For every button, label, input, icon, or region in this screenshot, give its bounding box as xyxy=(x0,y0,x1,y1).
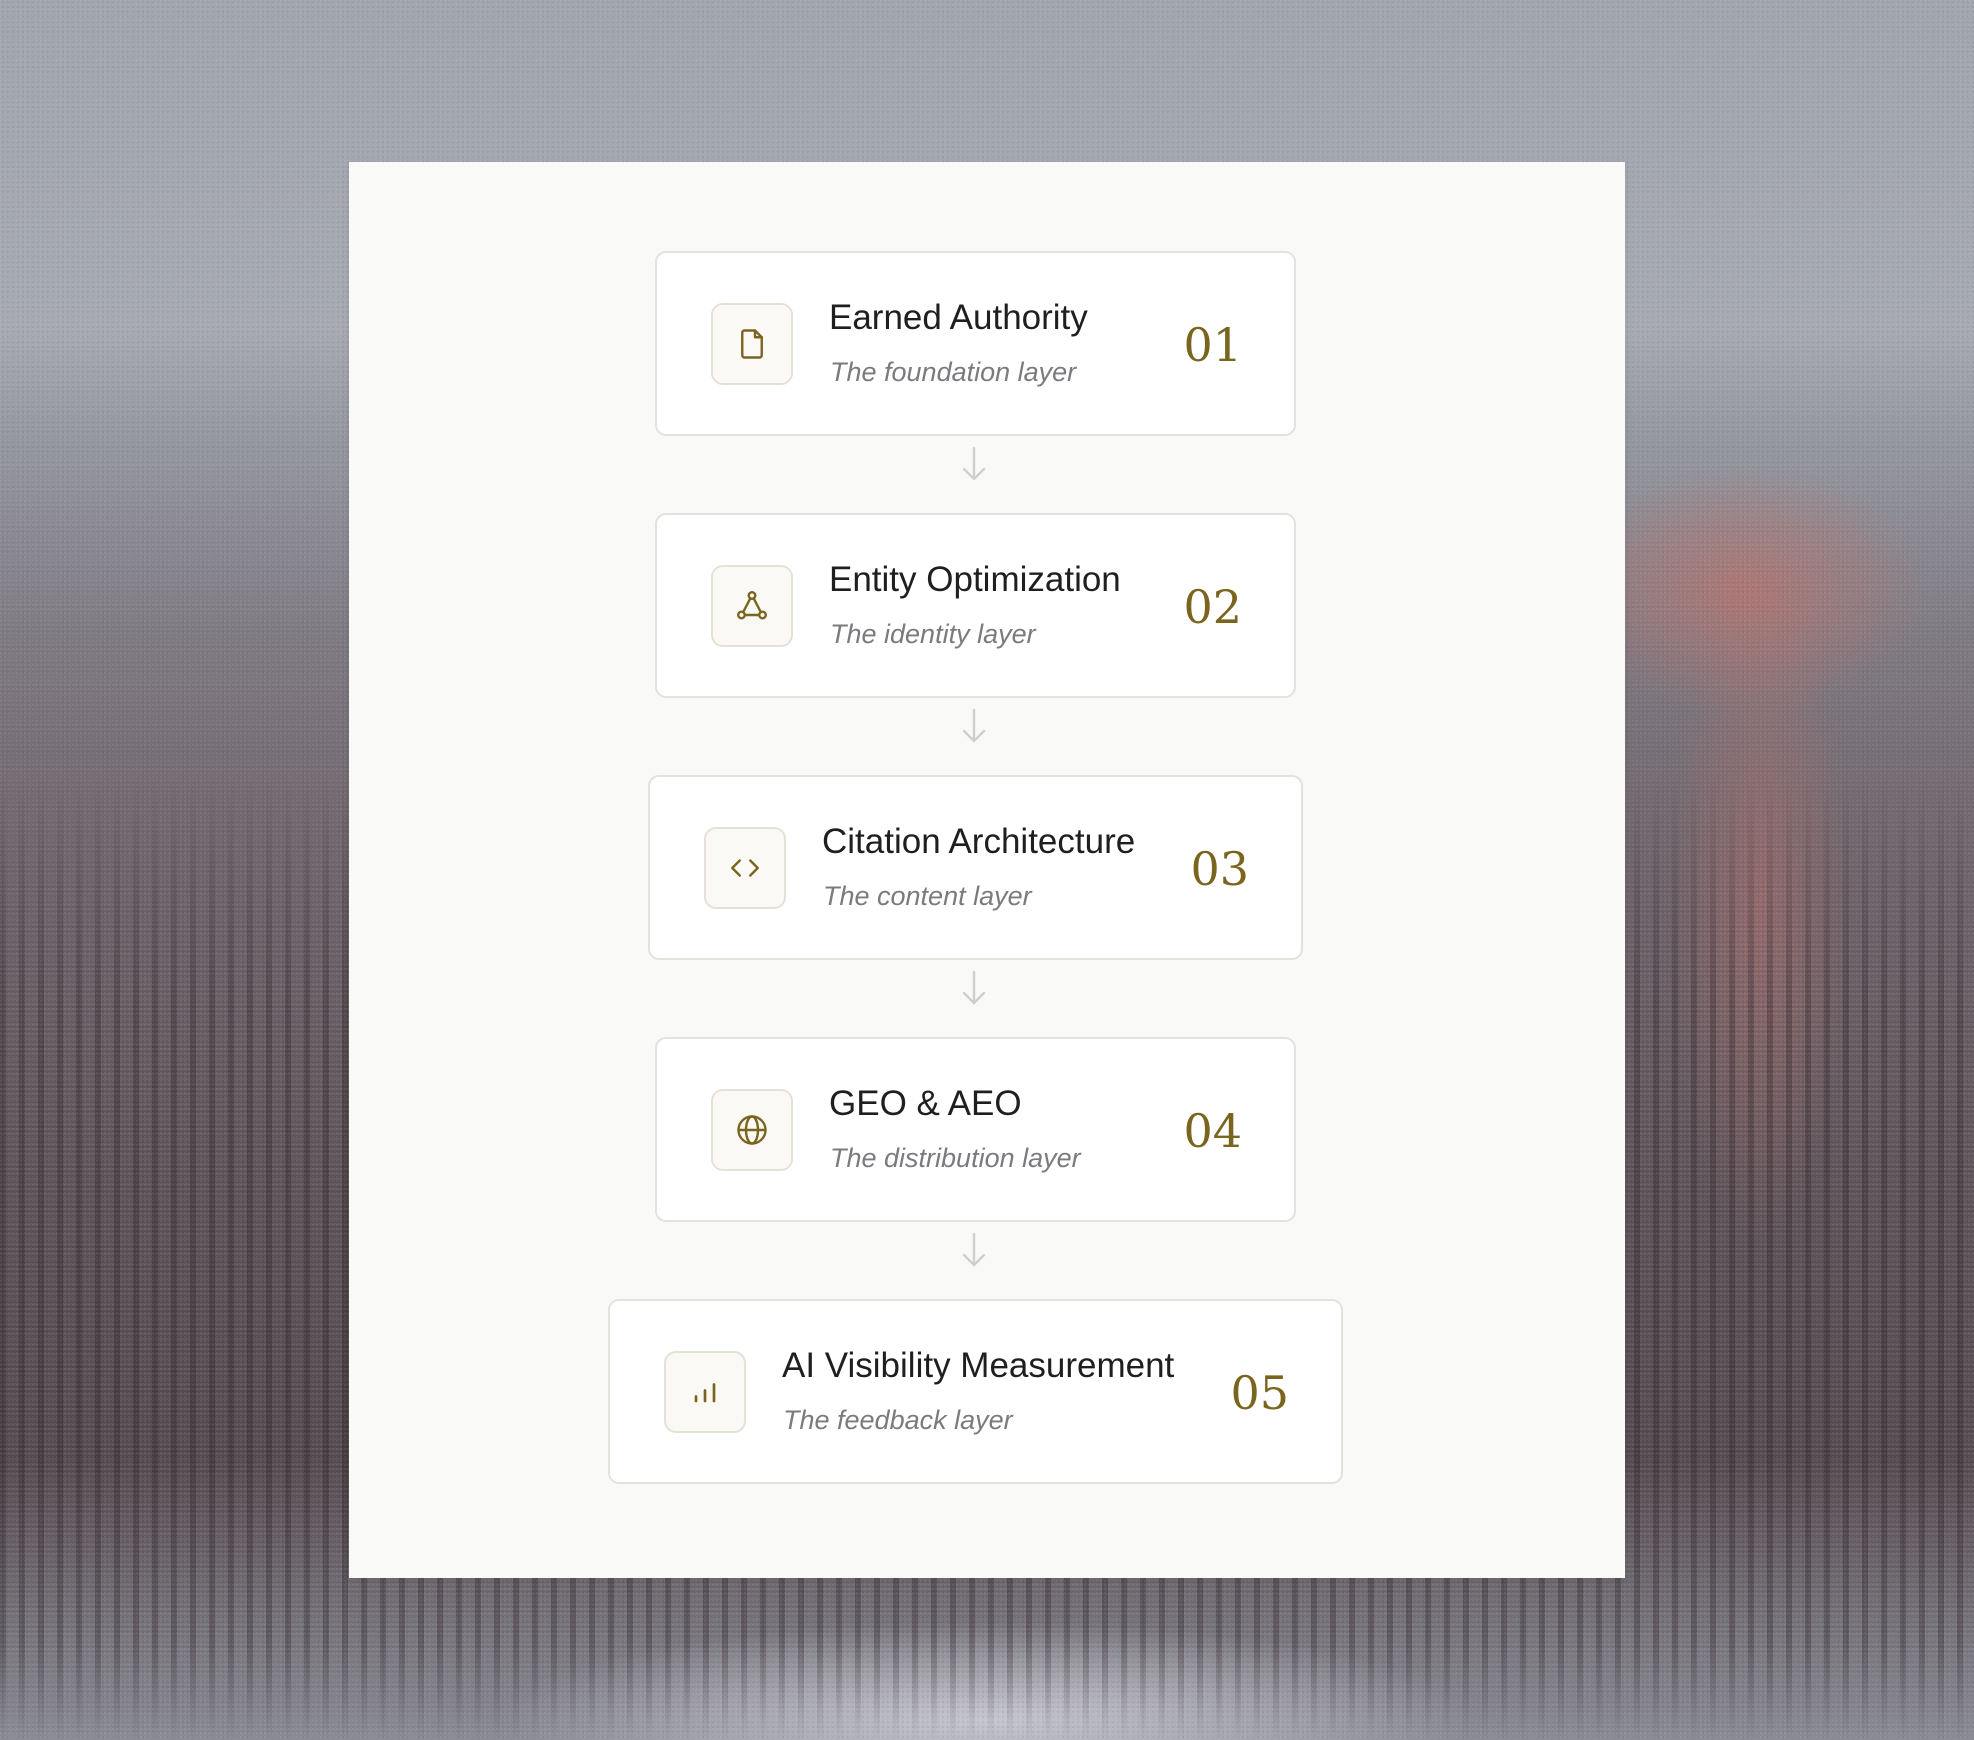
step-subtitle: The feedback layer xyxy=(783,1405,1013,1435)
step-card-2: Entity Optimization The identity layer 0… xyxy=(655,513,1296,698)
step-icon-box-2 xyxy=(711,565,793,647)
step-title: GEO & AEO xyxy=(829,1084,1022,1123)
document-icon xyxy=(734,326,770,362)
step-subtitle: The content layer xyxy=(823,881,1032,911)
step-card-1: Earned Authority The foundation layer 01 xyxy=(655,251,1296,436)
arrow-down-icon xyxy=(961,1231,987,1269)
step-card-5: AI Visibility Measurement The feedback l… xyxy=(608,1299,1343,1484)
step-title: Citation Architecture xyxy=(822,822,1136,861)
step-card-4: GEO & AEO The distribution layer 04 xyxy=(655,1037,1296,1222)
step-icon-box-1 xyxy=(711,303,793,385)
globe-icon xyxy=(734,1112,770,1148)
step-subtitle: The foundation layer xyxy=(830,357,1077,387)
bar-chart-icon xyxy=(687,1374,723,1410)
arrow-down-icon xyxy=(961,969,987,1007)
step-icon-box-4 xyxy=(711,1089,793,1171)
network-nodes-icon xyxy=(734,588,770,624)
step-number: 04 xyxy=(1183,1104,1242,1158)
step-number: 03 xyxy=(1190,842,1249,896)
step-title: Entity Optimization xyxy=(829,560,1121,599)
step-card-3: Citation Architecture The content layer … xyxy=(648,775,1303,960)
step-title: Earned Authority xyxy=(829,298,1088,337)
step-icon-box-5 xyxy=(664,1351,746,1433)
step-number: 05 xyxy=(1230,1366,1289,1420)
step-icon-box-3 xyxy=(704,827,786,909)
step-title: AI Visibility Measurement xyxy=(782,1346,1175,1385)
arrow-down-icon xyxy=(961,707,987,745)
step-subtitle: The distribution layer xyxy=(830,1143,1081,1173)
arrow-down-icon xyxy=(961,445,987,483)
code-brackets-icon xyxy=(727,850,763,886)
step-number: 01 xyxy=(1183,318,1242,372)
step-number: 02 xyxy=(1183,580,1242,634)
step-subtitle: The identity layer xyxy=(830,619,1036,649)
